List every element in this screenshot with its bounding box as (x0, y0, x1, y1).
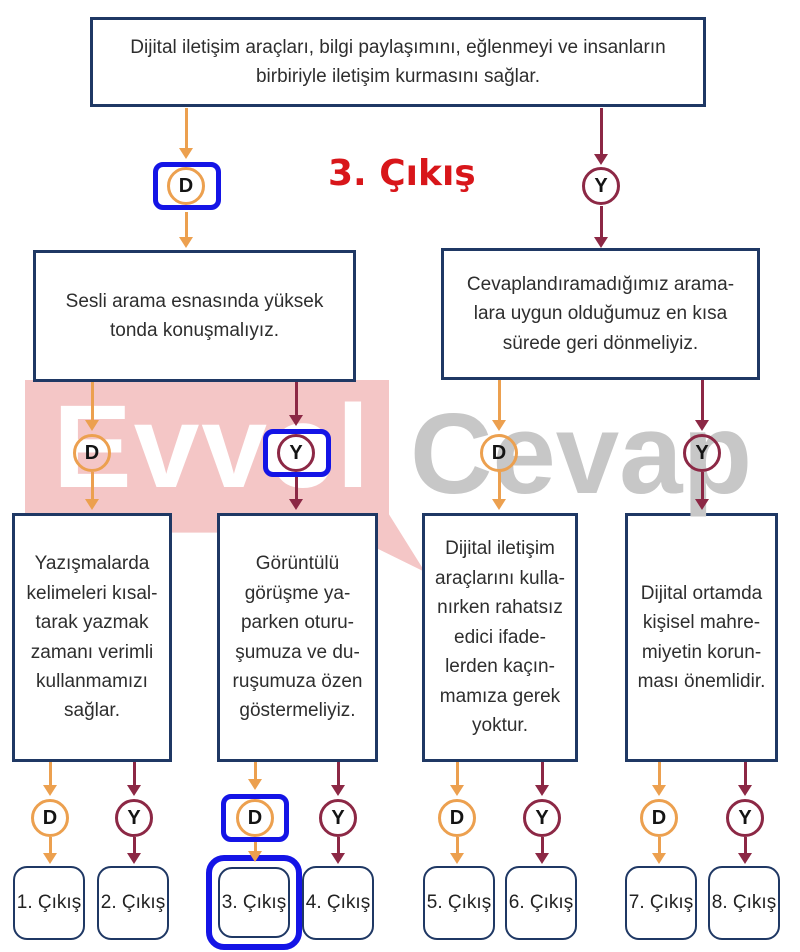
flow-line (336, 762, 340, 785)
flow-line (497, 380, 501, 420)
outcome-box-6[interactable]: 6. Çıkış (505, 866, 577, 940)
flow-line (90, 472, 94, 499)
arrowhead-icon (179, 237, 193, 248)
outcome-box-1[interactable]: 1. Çıkış (13, 866, 85, 940)
level3-box-1: Yazışmalarda kelimeleri kısal- tarak yaz… (12, 513, 172, 762)
arrowhead-icon (127, 785, 141, 796)
flow-line (184, 108, 188, 148)
flow-line (455, 837, 459, 853)
flow-line (540, 762, 544, 785)
outcome-box-2[interactable]: 2. Çıkış (97, 866, 169, 940)
arrowhead-icon (492, 499, 506, 510)
flow-line (743, 837, 747, 853)
flow-line (253, 842, 257, 851)
flow-line (599, 108, 603, 154)
node-d-level2-left[interactable]: D (73, 434, 111, 472)
arrowhead-icon (43, 785, 57, 796)
arrowhead-icon (179, 148, 193, 159)
arrowhead-icon (652, 785, 666, 796)
arrowhead-icon (331, 785, 345, 796)
node-y-level2-right[interactable]: Y (683, 434, 721, 472)
arrowhead-icon (85, 420, 99, 431)
node-d-col4[interactable]: D (640, 799, 678, 837)
node-y-level1[interactable]: Y (582, 167, 620, 205)
arrowhead-icon (535, 853, 549, 864)
flow-line (497, 472, 501, 499)
level3-box-4: Dijital ortamda kişisel mahre- miyetin k… (625, 513, 778, 762)
node-y-col4[interactable]: Y (726, 799, 764, 837)
flow-line (294, 477, 298, 499)
node-d-level1[interactable]: D (167, 167, 205, 205)
arrowhead-icon (535, 785, 549, 796)
page-title: 3. Çıkış (328, 153, 476, 194)
arrowhead-icon (85, 499, 99, 510)
arrowhead-icon (127, 853, 141, 864)
flow-line (743, 762, 747, 785)
flow-line (657, 837, 661, 853)
selected-outcome-highlight (206, 855, 302, 950)
node-y-col2[interactable]: Y (319, 799, 357, 837)
node-d-level2-right[interactable]: D (480, 434, 518, 472)
flow-line (700, 380, 704, 420)
node-y-col3[interactable]: Y (523, 799, 561, 837)
outcome-box-4[interactable]: 4. Çıkış (302, 866, 374, 940)
arrowhead-icon (450, 785, 464, 796)
arrowhead-icon (594, 237, 608, 248)
flow-line (132, 837, 136, 853)
flow-line (184, 212, 188, 237)
flow-line (294, 382, 298, 415)
level3-box-3: Dijital iletişim araçlarını kulla- nırke… (422, 513, 578, 762)
node-d-col1[interactable]: D (31, 799, 69, 837)
flow-line (90, 382, 94, 420)
node-y-level2-left[interactable]: Y (277, 434, 315, 472)
flow-line (599, 206, 603, 237)
arrowhead-icon (695, 499, 709, 510)
outcome-box-5[interactable]: 5. Çıkış (423, 866, 495, 940)
arrowhead-icon (594, 154, 608, 165)
flow-line (540, 837, 544, 853)
node-d-col3[interactable]: D (438, 799, 476, 837)
arrowhead-icon (43, 853, 57, 864)
arrowhead-icon (248, 779, 262, 790)
level3-box-2: Görüntülü görüşme ya- parken oturu- şumu… (217, 513, 378, 762)
flow-line (48, 837, 52, 853)
arrowhead-icon (492, 420, 506, 431)
flow-line (132, 762, 136, 785)
flow-line (455, 762, 459, 785)
root-statement-box: Dijital iletişim araçları, bilgi paylaşı… (90, 17, 706, 107)
flow-line (336, 837, 340, 853)
outcome-box-8[interactable]: 8. Çıkış (708, 866, 780, 940)
node-d-col2[interactable]: D (236, 799, 274, 837)
arrowhead-icon (289, 415, 303, 426)
outcome-box-7[interactable]: 7. Çıkış (625, 866, 697, 940)
outcome-box-3[interactable]: 3. Çıkış (218, 867, 290, 938)
level2-left-box: Sesli arama esnasında yüksek tonda konuş… (33, 250, 356, 382)
arrowhead-icon (738, 853, 752, 864)
arrowhead-icon (738, 785, 752, 796)
arrowhead-icon (652, 853, 666, 864)
arrowhead-icon (331, 853, 345, 864)
arrowhead-icon (695, 420, 709, 431)
flow-line (48, 762, 52, 785)
node-y-col1[interactable]: Y (115, 799, 153, 837)
arrowhead-icon (248, 851, 262, 862)
arrowhead-icon (289, 499, 303, 510)
flow-line (253, 762, 257, 779)
level2-right-box: Cevaplandıramadığımız arama- lara uygun … (441, 248, 760, 380)
flow-line (657, 762, 661, 785)
arrowhead-icon (450, 853, 464, 864)
flow-line (700, 472, 704, 499)
